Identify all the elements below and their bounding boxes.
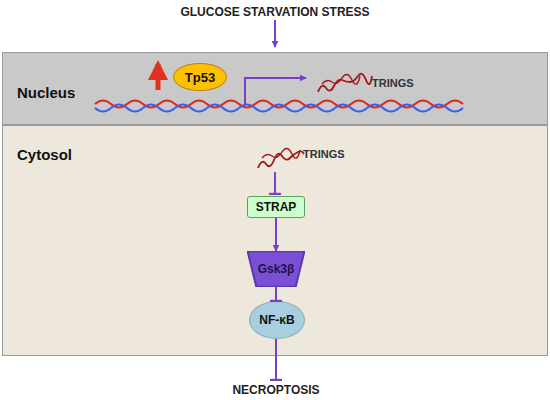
- node-label: Gsk3β: [258, 262, 295, 276]
- transcription-arrow: [245, 78, 306, 104]
- compartment-band: CytosolSTRAP Gsk3βNF-κB: [2, 125, 548, 356]
- node-label: STRAP: [256, 200, 297, 214]
- free-label: GLUCOSE STARVATION STRESS: [180, 5, 369, 19]
- trapezoid-outline: [248, 251, 305, 286]
- dna-strand: [95, 105, 463, 112]
- node-label: Cytosol: [17, 146, 72, 163]
- inhibition-line: [274, 172, 276, 194]
- activation-arrow: [275, 218, 277, 251]
- free-label: TRINGS: [303, 148, 345, 160]
- rna-squiggle: [318, 74, 372, 92]
- rna-squiggle: [322, 74, 360, 84]
- node-label: Nucleus: [17, 84, 75, 101]
- protein-ellipse: NF-κB: [249, 301, 305, 339]
- free-label: TRINGS: [372, 77, 414, 89]
- rna-squiggle: [262, 148, 300, 158]
- rna-squiggle: [258, 151, 304, 168]
- free-label: NECROPTOSIS: [232, 383, 319, 397]
- upregulation-arrow: [156, 64, 161, 90]
- node-label: Tp53: [185, 70, 215, 85]
- node-label: NF-κB: [259, 313, 294, 327]
- protein-box: STRAP: [247, 196, 305, 218]
- compartment-band: Nucleus Tp53: [2, 52, 548, 125]
- stress-arrow: [274, 20, 276, 47]
- inhibition-line: [275, 339, 277, 380]
- inhibition-connector: [275, 287, 277, 301]
- dna-strand: [95, 101, 463, 108]
- protein-ellipse: Tp53: [173, 63, 227, 91]
- kinase-trapezoid: Gsk3β: [247, 251, 305, 287]
